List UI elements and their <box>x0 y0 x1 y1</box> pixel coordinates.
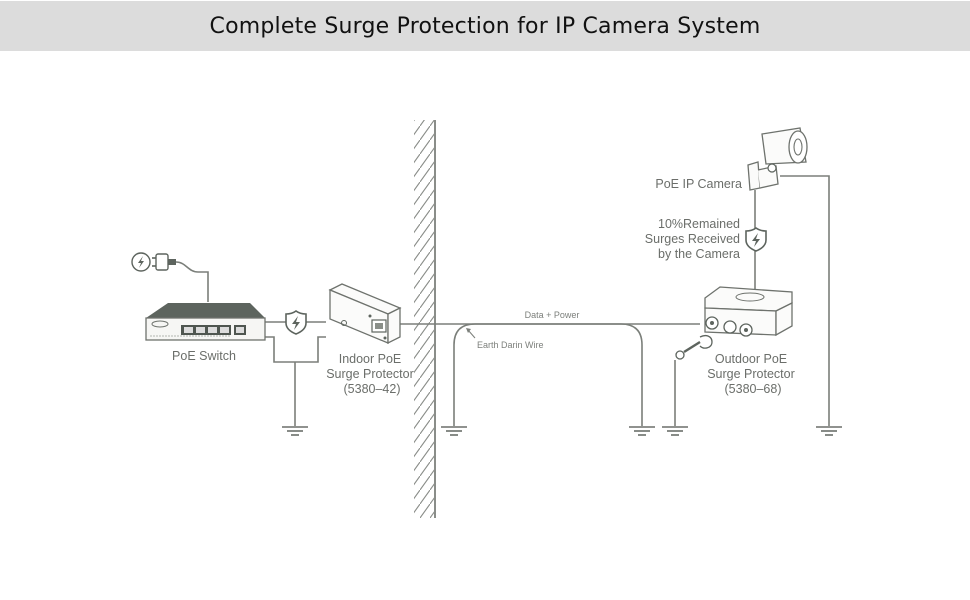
outdoor-surge-protector-icon <box>675 286 793 360</box>
camera-label: PoE IP Camera <box>655 177 742 191</box>
camera-ground-wire <box>780 175 830 426</box>
indoor-surge-protector-icon <box>328 283 402 345</box>
indoor-protector-label: Indoor PoE <box>339 352 402 366</box>
earth-drain-wire-label: Earth Darin Wire <box>477 340 544 350</box>
wiring <box>175 175 830 426</box>
outdoor-protector-model: (5380–68) <box>725 382 782 396</box>
remained-surges-label-1: 10%Remained <box>658 217 740 231</box>
ground-symbol-icon <box>815 426 843 436</box>
page-title: Complete Surge Protection for IP Camera … <box>209 13 761 39</box>
outdoor-protector-label: Outdoor PoE <box>715 352 787 366</box>
network-switch-icon <box>145 303 266 341</box>
shield-lightning-icon <box>745 227 767 252</box>
data-power-label: Data + Power <box>525 310 580 320</box>
shield-lightning-icon <box>285 310 307 335</box>
ground-symbol-icon <box>281 426 309 436</box>
remained-surges-label-2: Surges Received <box>645 232 740 246</box>
ground-symbol-icon <box>628 426 656 436</box>
power-cable <box>175 261 209 302</box>
indoor-protector-label-2: Surge Protector <box>326 367 414 381</box>
indoor-protector-model: (5380–42) <box>344 382 401 396</box>
bullet-camera-icon <box>747 127 808 191</box>
outdoor-protector-label-2: Surge Protector <box>707 367 795 381</box>
title-banner: Complete Surge Protection for IP Camera … <box>0 1 970 51</box>
ground-symbol-icon <box>661 426 689 436</box>
power-plug-icon <box>131 252 176 272</box>
remained-surges-label-3: by the Camera <box>658 247 740 261</box>
ground-loop <box>265 336 326 363</box>
poe-switch-label: PoE Switch <box>172 349 236 363</box>
ground-symbol-icon <box>440 426 468 436</box>
wall-icon <box>414 120 436 518</box>
earth-drain-wire <box>453 323 643 426</box>
